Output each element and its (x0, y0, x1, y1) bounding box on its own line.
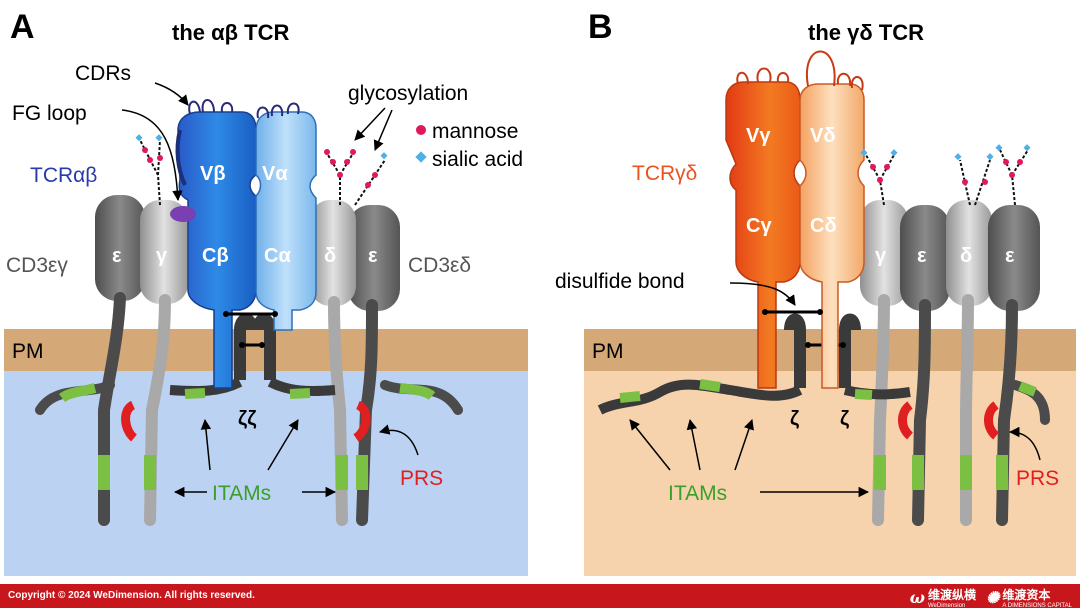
epsilon-b2-label: ε (1005, 245, 1015, 267)
cgamma-label: Cγ (746, 215, 772, 237)
cdr-loops-b (736, 50, 864, 91)
cd3-epsilon-a1-domain (95, 195, 145, 301)
cd3-cluster-b (860, 200, 1050, 526)
gamma-a-label: γ (156, 245, 168, 267)
copyright-text: Copyright © 2024 WeDimension. All rights… (8, 590, 255, 601)
panel-a-letter: A (10, 8, 35, 46)
vbeta-label: Vβ (200, 163, 226, 185)
brand-logos: ω 维渡纵横 WeDimension ✺ 维渡资本 A DIMENSIONS C… (910, 586, 1072, 609)
prs-label-a: PRS (400, 467, 443, 490)
glycan-tree-right (324, 149, 388, 206)
epsilon-b1-label: ε (917, 245, 927, 267)
pm-label-b: PM (592, 340, 624, 363)
glycans-b (860, 144, 1031, 206)
zeta-dimer-a (169, 313, 336, 399)
panel-b-title: the γδ TCR (808, 20, 924, 45)
sialic-acid-label: sialic acid (432, 148, 523, 171)
vgamma-label: Vγ (746, 125, 771, 147)
cd3-ed-right (310, 200, 463, 526)
glycan-tree-left (135, 134, 163, 206)
zeta-dimer-b (597, 313, 911, 415)
epsilon-a1-label: ε (112, 245, 122, 267)
cdrs-label: CDRs (75, 62, 131, 85)
mannose-legend-marker (416, 125, 426, 135)
calpha-label: Cα (264, 245, 291, 267)
fg-loop-label: FG loop (12, 102, 87, 125)
gamma-b-label: γ (875, 245, 887, 267)
cd3-delta-b-domain (946, 200, 992, 306)
delta-b-label: δ (960, 245, 972, 267)
cd3-gamma-b-domain (860, 200, 908, 306)
wedimension-logo-icon: ω (909, 588, 925, 607)
mannose-label: mannose (432, 120, 518, 143)
tcr-ab-label: TCRαβ (30, 164, 97, 187)
glycosylation-label: glycosylation (348, 82, 468, 105)
fg-loop-shape (170, 206, 196, 222)
cd3-delta-a-domain (310, 200, 356, 306)
wedimension-name: 维渡纵横 (928, 588, 977, 602)
vdelta-label: Vδ (810, 125, 835, 147)
delta-a-label: δ (324, 245, 336, 267)
cytoplasm-a (4, 370, 528, 576)
cbeta-label: Cβ (202, 245, 229, 267)
dimensions-capital-brand: ✺ 维渡资本 A DIMENSIONS CAPITAL (986, 586, 1072, 609)
itams-label-b: ITAMs (668, 482, 727, 505)
disulfide-bond-label: disulfide bond (555, 270, 685, 293)
wedimension-brand: ω 维渡纵横 WeDimension (910, 586, 976, 609)
copyright-footer: Copyright © 2024 WeDimension. All rights… (0, 584, 1080, 609)
cd3-eg-left (35, 195, 188, 526)
prs-label-b: PRS (1016, 467, 1059, 490)
cd3-eg-label: CD3εγ (6, 254, 68, 277)
zeta-label-b2: ζ (840, 408, 849, 430)
dimensions-capital-name: 维渡资本 (1002, 588, 1051, 602)
panel-a-title: the αβ TCR (172, 20, 290, 45)
panel-a: A the αβ TCR CDRs FG loop TCRαβ glycosyl… (4, 8, 528, 576)
epsilon-a2-label: ε (368, 245, 378, 267)
annotation-arrows-b (629, 282, 1041, 498)
sialic-legend-marker (415, 151, 427, 163)
dimensions-capital-logo-icon: ✺ (986, 588, 1000, 607)
cd3-gamma-a-domain (140, 200, 188, 304)
tcr-alpha-chain (255, 111, 317, 331)
cd3-epsilon-b1-domain (900, 205, 950, 311)
valpha-label: Vα (262, 163, 288, 185)
panel-b: B the γδ TCR TCRγδ disulfide bond PM ζ ζ… (555, 8, 1076, 576)
tcr-gd-label: TCRγδ (632, 162, 697, 185)
itams-label-a: ITAMs (212, 482, 271, 505)
zeta-label-a: ζζ (238, 408, 256, 430)
zeta-label-b1: ζ (790, 408, 799, 430)
cdelta-label: Cδ (810, 215, 837, 237)
wedimension-sub: WeDimension (928, 603, 966, 609)
annotation-arrows-a (121, 82, 419, 498)
panel-b-letter: B (588, 8, 613, 46)
dimensions-capital-sub: A DIMENSIONS CAPITAL (1002, 603, 1072, 609)
cd3-epsilon-a2-domain (348, 205, 400, 311)
cdr-loops-a (188, 99, 300, 119)
cd3-ed-label: CD3εδ (408, 254, 471, 277)
tcr-diagram: A the αβ TCR CDRs FG loop TCRαβ glycosyl… (4, 8, 1076, 576)
glycans-a (135, 134, 388, 206)
cd3-epsilon-b2-domain (988, 205, 1040, 311)
pm-label-a: PM (12, 340, 44, 363)
tcr-alpha-shape (255, 111, 317, 331)
